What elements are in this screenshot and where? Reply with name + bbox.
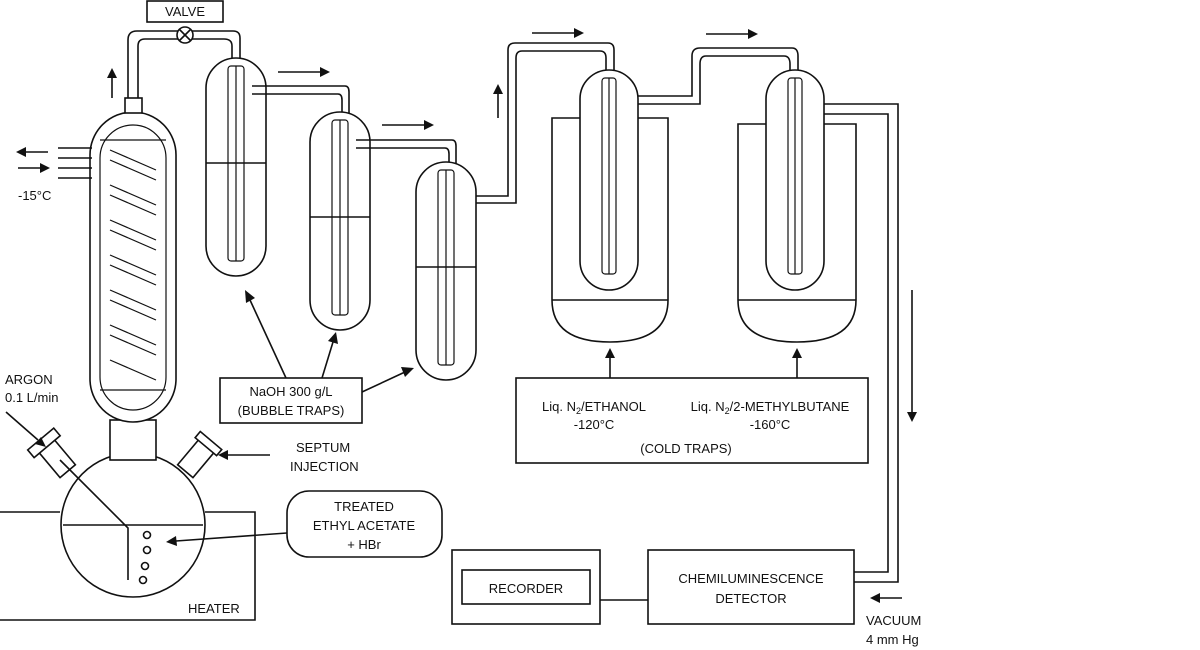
cold-trap-1 xyxy=(551,69,669,343)
tube-3-cold1 xyxy=(476,42,615,197)
bubble-traps-label: (BUBBLE TRAPS) xyxy=(238,403,345,418)
trap1-coolant-label: Liq. N2/ETHANOL xyxy=(542,399,646,416)
recorder: RECORDER xyxy=(451,549,601,625)
argon-label-group: ARGON 0.1 L/min xyxy=(5,372,58,447)
sample-label-line1: TREATED xyxy=(334,499,394,514)
bubble xyxy=(142,545,152,555)
heater-label: HEATER xyxy=(188,601,240,616)
tube-2-3 xyxy=(356,139,457,172)
valve-label-box xyxy=(146,0,224,23)
vacuum-label: VACUUM xyxy=(866,613,921,628)
tube-cold1-cold2 xyxy=(638,47,799,97)
bubble-trap-2 xyxy=(309,111,371,331)
trap2-temp-label: -160°C xyxy=(750,417,791,432)
trap1-temp-label: -120°C xyxy=(574,417,615,432)
flask-neck xyxy=(109,419,157,461)
argon-inlet-arm xyxy=(26,426,77,479)
septum-arm xyxy=(176,430,223,479)
bubble xyxy=(142,530,152,540)
recorder-label: RECORDER xyxy=(489,581,563,596)
valve-label: VALVE xyxy=(165,4,205,19)
bubble xyxy=(138,575,148,585)
naoh-label-box: NaOH 300 g/L (BUBBLE TRAPS) xyxy=(219,290,414,424)
coolant-temp-label: -15°C xyxy=(18,188,51,203)
cold-trap-2 xyxy=(737,69,857,343)
cold-traps-label: (COLD TRAPS) xyxy=(640,441,732,456)
condenser-top-neck xyxy=(124,97,143,114)
detector-label-line2: DETECTOR xyxy=(715,591,786,606)
bubble-trap-1 xyxy=(205,57,267,277)
heater-bath: HEATER xyxy=(0,511,256,621)
detector-label-line1: CHEMILUMINESCENCE xyxy=(678,571,824,586)
septum-label: SEPTUM xyxy=(296,440,350,455)
valve-line: VALVE xyxy=(107,0,241,98)
trap2-coolant-label: Liq. N2/2-METHYLBUTANE xyxy=(691,399,850,416)
sample-label-box: TREATED ETHYL ACETATE + HBr xyxy=(166,490,443,558)
naoh-label: NaOH 300 g/L xyxy=(249,384,332,399)
tube-1-2 xyxy=(252,85,350,120)
sample-label-line2: ETHYL ACETATE xyxy=(313,518,416,533)
septum-label-group: SEPTUM INJECTION xyxy=(218,440,359,474)
condenser: -15°C xyxy=(16,97,177,423)
vacuum-line-inner xyxy=(824,113,889,573)
chemiluminescence-detector: CHEMILUMINESCENCE DETECTOR xyxy=(647,549,855,625)
reaction-flask xyxy=(26,419,223,598)
injection-label: INJECTION xyxy=(290,459,359,474)
argon-label: ARGON xyxy=(5,372,53,387)
cold-traps-label-box: Liq. N2/ETHANOL -120°C Liq. N2/2-METHYLB… xyxy=(515,348,869,464)
vacuum-line-outer xyxy=(824,103,899,583)
bubble xyxy=(140,561,150,571)
bubble-trap-3 xyxy=(415,161,477,381)
argon-dip-tube xyxy=(59,459,129,580)
argon-flow-label: 0.1 L/min xyxy=(5,390,58,405)
condenser-coil xyxy=(109,149,157,381)
vacuum-pressure-label: 4 mm Hg xyxy=(866,632,919,647)
sample-label-line3: + HBr xyxy=(347,537,381,552)
